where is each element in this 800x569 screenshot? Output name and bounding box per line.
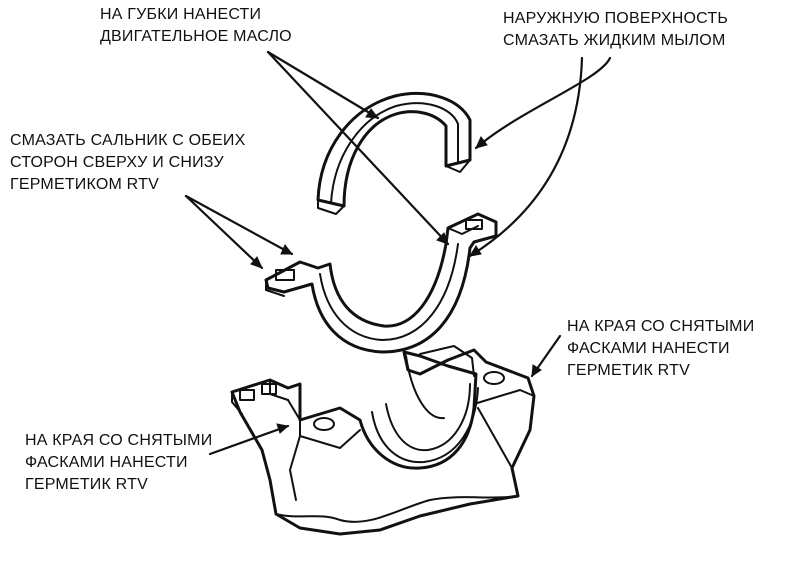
leader-arrows <box>184 50 612 456</box>
left-chamfer-line-1: НА КРАЯ СО СНЯТЫМИ <box>25 432 213 449</box>
left-chamfer-line-2: ФАСКАМИ НАНЕСТИ <box>25 454 188 471</box>
lower-seal-half <box>264 212 498 354</box>
right-chamfer-line-3: ГЕРМЕТИК RTV <box>567 362 690 379</box>
oil-lips-callout: НА ГУБКИ НАНЕСТИ ДВИГАТЕЛЬНОЕ МАСЛО <box>100 4 292 48</box>
soap-outer-surface-callout: НАРУЖНУЮ ПОВЕРХНОСТЬ СМАЗАТЬ ЖИДКИМ МЫЛО… <box>503 8 728 52</box>
soap-callout-line-1: НАРУЖНУЮ ПОВЕРХНОСТЬ <box>503 10 729 27</box>
seal-callout-line-1: СМАЗАТЬ САЛЬНИК С ОБЕИХ <box>10 132 246 149</box>
right-chamfer-line-1: НА КРАЯ СО СНЯТЫМИ <box>567 318 755 335</box>
oil-callout-line-1: НА ГУБКИ НАНЕСТИ <box>100 6 262 23</box>
left-chamfer-rtv-callout: НА КРАЯ СО СНЯТЫМИ ФАСКАМИ НАНЕСТИ ГЕРМЕ… <box>25 430 212 496</box>
right-chamfer-rtv-callout: НА КРАЯ СО СНЯТЫМИ ФАСКАМИ НАНЕСТИ ГЕРМЕ… <box>567 316 754 382</box>
bearing-cap <box>230 345 536 536</box>
seal-callout-line-2: СТОРОН СВЕРХУ И СНИЗУ <box>10 154 224 171</box>
oil-callout-line-2: ДВИГАТЕЛЬНОЕ МАСЛО <box>100 28 292 45</box>
left-chamfer-line-3: ГЕРМЕТИК RTV <box>25 476 148 493</box>
seal-callout-line-3: ГЕРМЕТИКОМ RTV <box>10 176 159 193</box>
seal-rtv-callout: СМАЗАТЬ САЛЬНИК С ОБЕИХ СТОРОН СВЕРХУ И … <box>10 130 245 196</box>
right-chamfer-line-2: ФАСКАМИ НАНЕСТИ <box>567 340 730 357</box>
soap-callout-line-2: СМАЗАТЬ ЖИДКИМ МЫЛОМ <box>503 32 726 49</box>
upper-seal-half <box>316 92 472 215</box>
